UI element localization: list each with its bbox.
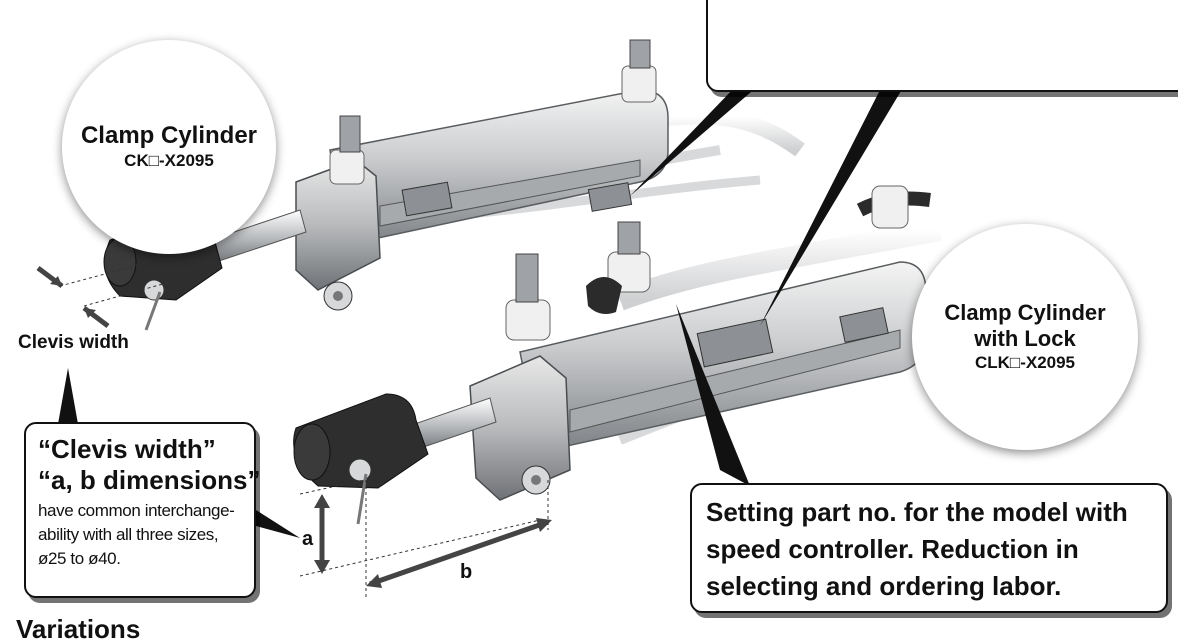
product-illustration xyxy=(36,0,1090,600)
clevis-width-label: Clevis width xyxy=(18,332,129,353)
setting-part-callout: Setting part no. for the model with spee… xyxy=(690,483,1168,613)
interchange-title-1: “Clevis width” xyxy=(38,434,216,464)
interchange-title-2: “a, b dimensions” xyxy=(38,465,261,495)
clamp-cylinder-lock-title-1: Clamp Cylinder xyxy=(944,300,1106,325)
leader-wedge-setting xyxy=(676,304,750,486)
clamp-cylinder-model: CK□-X2095 xyxy=(124,151,214,170)
leader-wedge-upper xyxy=(630,86,758,196)
dimension-b-arrow xyxy=(365,480,552,600)
clamp-cylinder-callout: Clamp Cylinder CK□-X2095 xyxy=(62,40,276,254)
interchange-body-3: ø25 to ø40. xyxy=(38,549,121,568)
clamp-cylinder-lock-callout: Clamp Cylinder with Lock CLK□-X2095 xyxy=(912,224,1138,450)
clamp-cylinder-title: Clamp Cylinder xyxy=(80,122,258,149)
setting-line-2: speed controller. Reduction in xyxy=(706,534,1079,564)
interchangeability-callout: “Clevis width” “a, b dimensions” have co… xyxy=(24,422,261,598)
dimension-a-label: a xyxy=(302,528,314,550)
clamp-cylinder-lock-model: CLK□-X2095 xyxy=(974,353,1076,372)
interchange-body-1: have common interchange- xyxy=(38,501,235,520)
clevis-width-dimension xyxy=(36,261,171,328)
dimension-b-label: b xyxy=(460,561,473,583)
section-heading-fragment: Variations xyxy=(16,614,141,644)
interchange-body-2: ability with all three sizes, xyxy=(38,525,219,544)
dimension-a-arrow xyxy=(299,479,541,577)
setting-line-3: selecting and ordering labor. xyxy=(706,571,1062,601)
top-detail-callout xyxy=(706,0,1178,92)
leader-wedge-dimension xyxy=(256,510,300,538)
setting-line-1: Setting part no. for the model with xyxy=(706,497,1128,527)
clamp-cylinder-lock-title-2: with Lock xyxy=(974,326,1076,351)
leader-wedge-lower xyxy=(760,86,904,326)
clamp-cylinder-with-lock-illustration xyxy=(293,185,961,525)
leader-wedge-interchange xyxy=(58,368,78,424)
